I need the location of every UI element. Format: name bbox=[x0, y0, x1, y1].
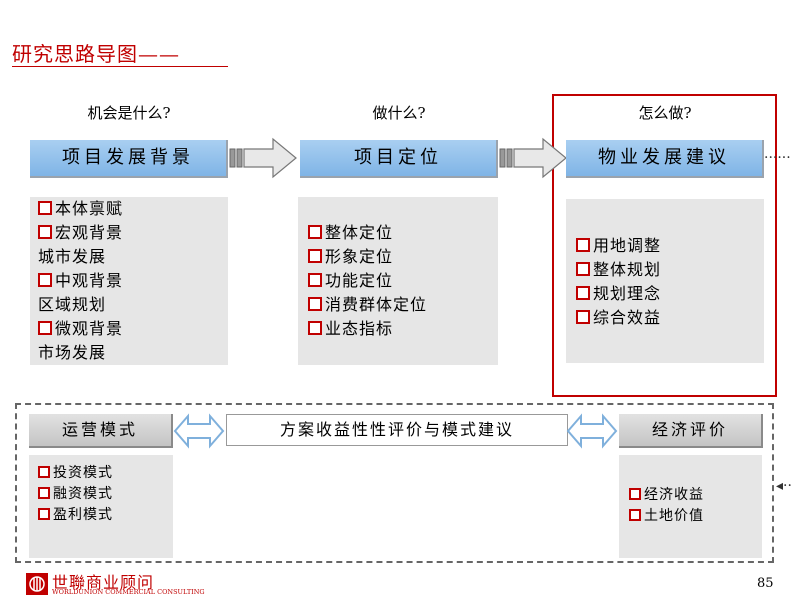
connector-dots: ◂·· bbox=[776, 478, 792, 494]
list-item: 微观背景 bbox=[38, 317, 123, 341]
list-item: 整体规划 bbox=[576, 258, 661, 282]
checkbox-icon bbox=[38, 466, 50, 478]
list-item: 消费群体定位 bbox=[308, 293, 427, 317]
checkbox-icon bbox=[308, 273, 322, 287]
item-list: 整体定位 形象定位 功能定位 消费群体定位 业态指标 bbox=[308, 221, 427, 341]
list-box-economic: 经济收益 土地价值 bbox=[619, 455, 762, 558]
item-list: 用地调整 整体规划 规划理念 综合效益 bbox=[576, 234, 661, 330]
right-arrow-icon bbox=[499, 137, 567, 179]
checkbox-icon bbox=[576, 238, 590, 252]
checkbox-icon bbox=[38, 225, 52, 239]
question-what: 做什么? bbox=[372, 104, 426, 122]
list-item: 经济收益 bbox=[629, 485, 704, 506]
list-item: 业态指标 bbox=[308, 317, 427, 341]
checkbox-icon bbox=[629, 509, 641, 521]
list-box-operation: 投资模式 融资模式 盈利模式 bbox=[29, 455, 173, 558]
list-item: 本体禀赋 bbox=[38, 197, 123, 221]
double-arrow-icon bbox=[173, 413, 225, 449]
checkbox-icon bbox=[576, 286, 590, 300]
right-arrow-icon bbox=[229, 137, 297, 179]
list-item: 区域规划 bbox=[38, 295, 107, 314]
checkbox-icon bbox=[38, 321, 52, 335]
header-operation-model: 运营模式 bbox=[29, 414, 173, 448]
header-project-positioning: 项目定位 bbox=[300, 140, 498, 178]
page-number: 85 bbox=[757, 576, 774, 591]
bottom-section-frame bbox=[15, 403, 774, 563]
list-item: 用地调整 bbox=[576, 234, 661, 258]
list-item: 城市发展 bbox=[38, 247, 107, 266]
checkbox-icon bbox=[576, 310, 590, 324]
list-item: 功能定位 bbox=[308, 269, 427, 293]
double-arrow-icon bbox=[566, 413, 618, 449]
list-item: 土地价值 bbox=[629, 506, 704, 527]
checkbox-icon bbox=[38, 273, 52, 287]
list-item: 形象定位 bbox=[308, 245, 427, 269]
checkbox-icon bbox=[308, 249, 322, 263]
question-opportunity: 机会是什么? bbox=[87, 104, 171, 122]
checkbox-icon bbox=[308, 225, 322, 239]
evaluation-suggestion-box: 方案收益性性评价与模式建议 bbox=[226, 414, 568, 446]
item-list: 经济收益 土地价值 bbox=[629, 485, 704, 527]
checkbox-icon bbox=[38, 201, 52, 215]
list-item: 宏观背景 bbox=[38, 221, 123, 245]
company-name-en: WORLDUNION COMMERCIAL CONSULTING bbox=[52, 588, 205, 596]
checkbox-icon bbox=[38, 487, 50, 499]
list-box-suggestions: 用地调整 整体规划 规划理念 综合效益 bbox=[566, 199, 764, 363]
company-name: 世聯商业顾问 bbox=[52, 573, 155, 592]
item-list: 本体禀赋 宏观背景 城市发展 中观背景 区域规划 微观背景 市场发展 bbox=[38, 197, 123, 365]
list-item: 规划理念 bbox=[576, 282, 661, 306]
checkbox-icon bbox=[629, 488, 641, 500]
checkbox-icon bbox=[308, 297, 322, 311]
list-item: 市场发展 bbox=[38, 343, 107, 362]
header-project-background: 项目发展背景 bbox=[30, 140, 228, 178]
item-list: 投资模式 融资模式 盈利模式 bbox=[38, 463, 113, 526]
list-item: 融资模式 bbox=[38, 484, 113, 505]
list-item: 盈利模式 bbox=[38, 505, 113, 526]
company-logo-icon bbox=[26, 573, 48, 595]
list-item: 中观背景 bbox=[38, 269, 123, 293]
page-title: 研究思路导图—— bbox=[12, 42, 180, 66]
checkbox-icon bbox=[38, 508, 50, 520]
checkbox-icon bbox=[308, 321, 322, 335]
header-property-suggestions: 物业发展建议 bbox=[566, 140, 764, 178]
checkbox-icon bbox=[576, 262, 590, 276]
question-how: 怎么做? bbox=[638, 104, 692, 122]
highlight-frame bbox=[552, 94, 777, 397]
connector-dots: ······ bbox=[764, 150, 791, 166]
title-underline bbox=[12, 66, 228, 67]
list-box-background: 本体禀赋 宏观背景 城市发展 中观背景 区域规划 微观背景 市场发展 bbox=[30, 197, 228, 365]
header-economic-evaluation: 经济评价 bbox=[619, 414, 763, 448]
list-item: 综合效益 bbox=[576, 306, 661, 330]
list-item: 投资模式 bbox=[38, 463, 113, 484]
list-item: 整体定位 bbox=[308, 221, 427, 245]
list-box-positioning: 整体定位 形象定位 功能定位 消费群体定位 业态指标 bbox=[298, 197, 498, 365]
